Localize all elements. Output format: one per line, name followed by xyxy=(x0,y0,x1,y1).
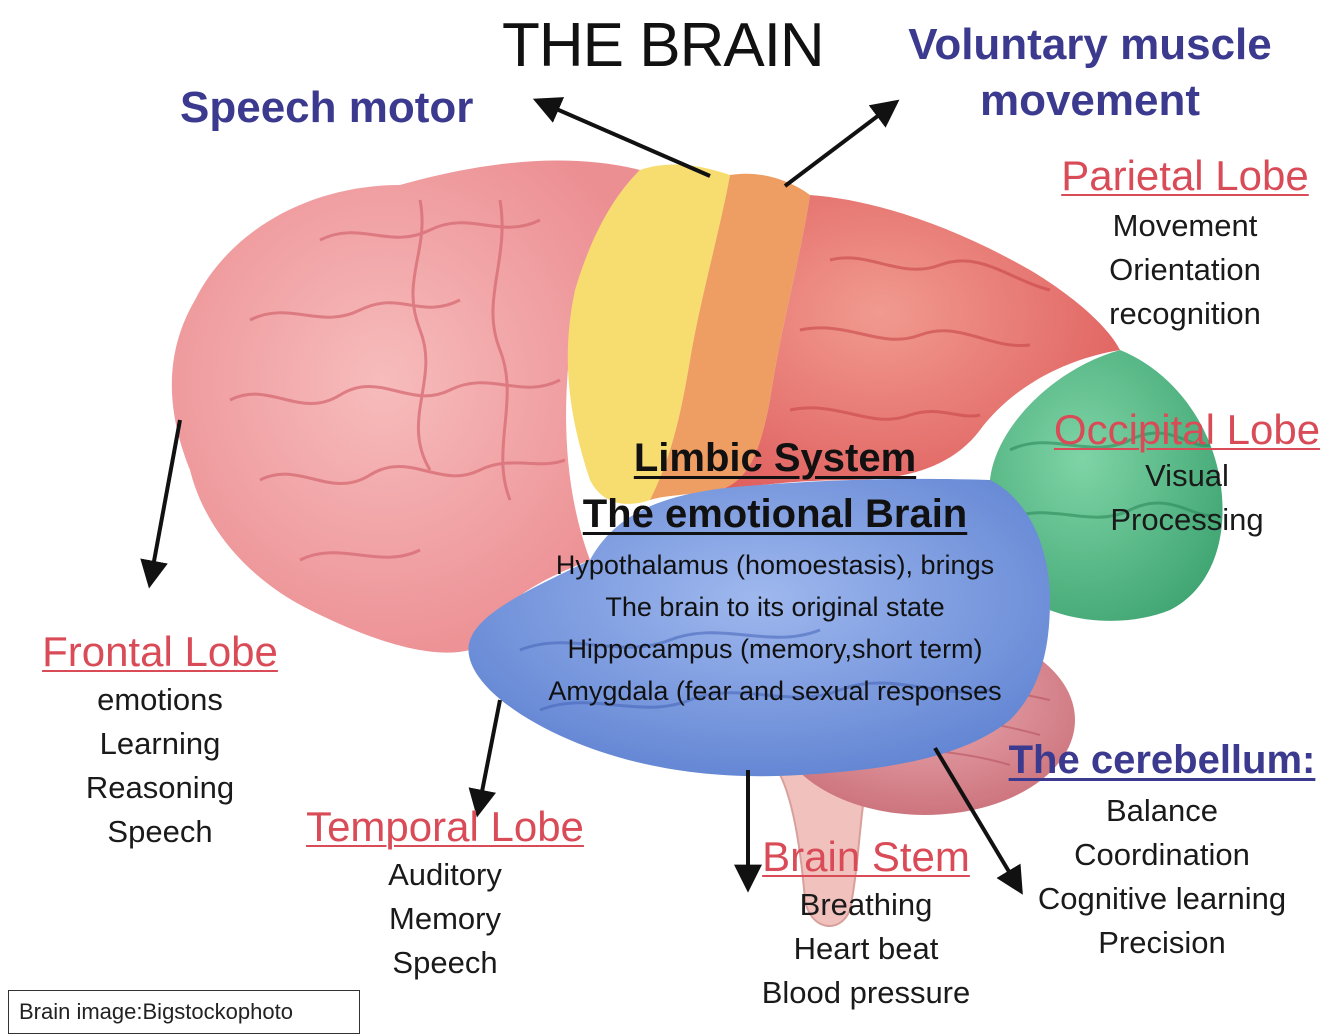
parietal-item: Orientation xyxy=(1040,248,1330,292)
parietal-lobe-heading: Parietal Lobe xyxy=(1040,152,1330,200)
occipital-lobe-heading: Occipital Lobe xyxy=(1040,406,1334,454)
frontal-item: emotions xyxy=(20,678,300,722)
temporal-lobe-block: Temporal Lobe Auditory Memory Speech xyxy=(285,803,605,985)
page-title: THE BRAIN xyxy=(502,10,824,81)
limbic-line: Hypothalamus (homoestasis), brings xyxy=(500,544,1050,586)
cerebellum-heading: The cerebellum: xyxy=(985,738,1339,783)
parietal-lobe-block: Parietal Lobe Movement Orientation recog… xyxy=(1040,152,1330,336)
parietal-item: recognition xyxy=(1040,292,1330,336)
frontal-lobe-heading: Frontal Lobe xyxy=(20,628,300,676)
arrow-voluntary-movement xyxy=(785,103,895,186)
limbic-heading-2: The emotional Brain xyxy=(500,484,1050,544)
cerebellum-item: Coordination xyxy=(985,833,1339,877)
limbic-heading-1: Limbic System xyxy=(500,432,1050,484)
temporal-lobe-heading: Temporal Lobe xyxy=(285,803,605,851)
limbic-system-block: Limbic System The emotional Brain Hypoth… xyxy=(500,432,1050,712)
voluntary-movement-label: Voluntary muscle movement xyxy=(895,17,1285,129)
brain-stem-block: Brain Stem Breathing Heart beat Blood pr… xyxy=(735,833,997,1015)
arrow-frontal xyxy=(150,420,180,583)
frontal-item: Speech xyxy=(20,810,300,854)
cerebellum-item: Cognitive learning xyxy=(985,877,1339,921)
frontal-item: Reasoning xyxy=(20,766,300,810)
image-credit: Brain image:Bigstockophoto xyxy=(8,990,360,1034)
cerebellum-item: Balance xyxy=(985,789,1339,833)
limbic-line: Hippocampus (memory,short term) xyxy=(500,628,1050,670)
brain-stem-heading: Brain Stem xyxy=(735,833,997,881)
voluntary-line-2: movement xyxy=(895,73,1285,129)
occipital-lobe-block: Occipital Lobe Visual Processing xyxy=(1040,406,1334,542)
brainstem-item: Heart beat xyxy=(735,927,997,971)
limbic-line: Amygdala (fear and sexual responses xyxy=(500,670,1050,712)
occipital-item: Visual xyxy=(1040,454,1334,498)
temporal-item: Speech xyxy=(285,941,605,985)
brainstem-item: Breathing xyxy=(735,883,997,927)
limbic-line: The brain to its original state xyxy=(500,586,1050,628)
arrow-temporal xyxy=(478,700,500,812)
cerebellum-block: The cerebellum: Balance Coordination Cog… xyxy=(985,738,1339,965)
frontal-lobe-block: Frontal Lobe emotions Learning Reasoning… xyxy=(20,628,300,854)
temporal-item: Memory xyxy=(285,897,605,941)
speech-motor-label: Speech motor xyxy=(180,80,473,136)
frontal-item: Learning xyxy=(20,722,300,766)
voluntary-line-1: Voluntary muscle xyxy=(895,17,1285,73)
occipital-item: Processing xyxy=(1040,498,1334,542)
brainstem-item: Blood pressure xyxy=(735,971,997,1015)
parietal-item: Movement xyxy=(1040,204,1330,248)
cerebellum-item: Precision xyxy=(985,921,1339,965)
temporal-item: Auditory xyxy=(285,853,605,897)
